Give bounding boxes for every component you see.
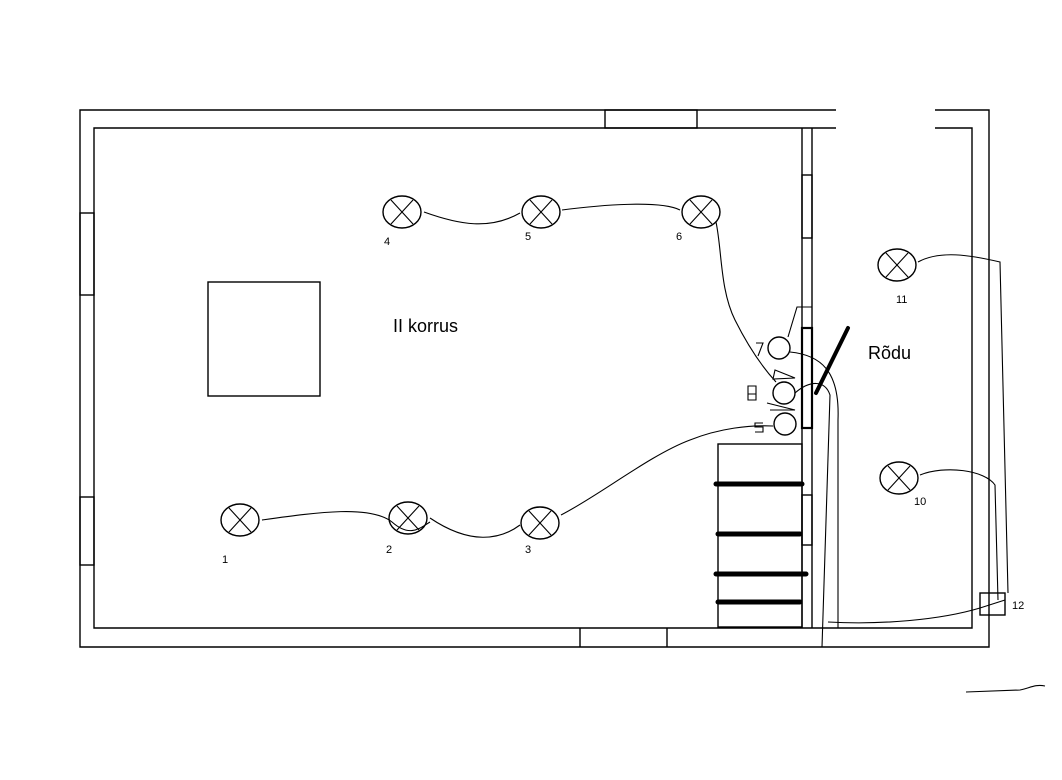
lamp-cross bbox=[396, 505, 420, 531]
lamp-icon bbox=[521, 195, 561, 229]
switch-label-7 bbox=[756, 342, 764, 357]
switches bbox=[747, 336, 797, 436]
lamp-label: 6 bbox=[676, 231, 682, 243]
column-square bbox=[207, 281, 321, 397]
lamp-icon bbox=[877, 248, 917, 282]
lamp-icon bbox=[388, 501, 428, 535]
windows bbox=[79, 109, 814, 647]
switch-label-9 bbox=[754, 422, 764, 433]
lamp-label: 3 bbox=[525, 544, 531, 556]
lamp-icon bbox=[879, 461, 919, 495]
lamp-cross bbox=[528, 510, 552, 536]
lamp-circle bbox=[877, 248, 917, 282]
switch-label-8 bbox=[747, 385, 757, 401]
lamp-circle bbox=[388, 501, 428, 535]
junction-box bbox=[979, 592, 1006, 616]
lamp-cross bbox=[529, 199, 553, 225]
lamp-circle bbox=[681, 195, 721, 229]
switch-9 bbox=[773, 412, 797, 436]
switch-marker bbox=[772, 369, 796, 380]
lamp-circle bbox=[382, 195, 422, 229]
lamp-label: 10 bbox=[914, 496, 926, 508]
room-label-balcony: Rõdu bbox=[868, 343, 911, 363]
lamp-icon bbox=[220, 503, 260, 537]
switch-marker bbox=[766, 402, 796, 411]
lamp-cross bbox=[887, 465, 911, 491]
lamp-cross bbox=[390, 199, 414, 225]
lamp-label: 1 bbox=[222, 554, 228, 566]
lamp-label: 4 bbox=[384, 236, 390, 248]
lamp-circle bbox=[879, 461, 919, 495]
balcony-door bbox=[814, 326, 850, 395]
lamp-cross bbox=[228, 507, 252, 533]
walls bbox=[79, 109, 990, 648]
wiring bbox=[261, 203, 1046, 693]
lamp-icon bbox=[382, 195, 422, 229]
lamp-label: 11 bbox=[896, 294, 907, 306]
staircase bbox=[713, 443, 809, 628]
lamp-circle bbox=[521, 195, 561, 229]
lamp-icon bbox=[520, 506, 560, 540]
junction-box-label: 12 bbox=[1012, 600, 1024, 612]
switch-8 bbox=[772, 381, 796, 405]
lamp-icon bbox=[681, 195, 721, 229]
switch-7 bbox=[767, 336, 791, 360]
lamp-circle bbox=[220, 503, 260, 537]
lamp-label: 2 bbox=[386, 544, 392, 556]
lamp-cross bbox=[885, 252, 909, 278]
lamps bbox=[220, 195, 919, 540]
lamp-label: 5 bbox=[525, 231, 531, 243]
lamp-circle bbox=[520, 506, 560, 540]
lamp-cross bbox=[689, 199, 713, 225]
room-label-main: II korrus bbox=[393, 316, 458, 336]
